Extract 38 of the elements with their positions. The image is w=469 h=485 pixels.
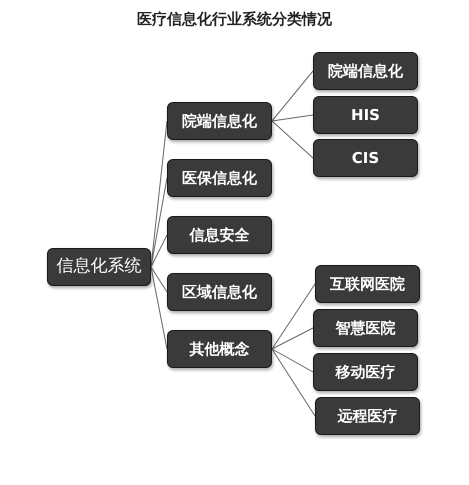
- connector-line: [272, 120, 314, 158]
- category-box: [315, 397, 420, 435]
- category-box: [315, 265, 420, 303]
- node-label: 院端信息化: [182, 110, 257, 132]
- node-label: 远程医疗: [338, 406, 398, 427]
- node-label: 移动医疗: [336, 362, 396, 383]
- node-label: HIS: [351, 104, 380, 126]
- connector-line: [272, 70, 314, 122]
- connector-line: [272, 284, 316, 350]
- category-box: [313, 96, 418, 134]
- category-box: [167, 330, 272, 368]
- node-label: 信息化系统: [56, 255, 142, 278]
- connector-line: [150, 266, 168, 350]
- node-label: 信息安全: [190, 224, 250, 246]
- node-label: 医保信息化: [182, 168, 257, 189]
- connector-line: [150, 178, 168, 268]
- connector-line: [272, 348, 316, 416]
- connector-line: [150, 234, 168, 268]
- category-box: [167, 159, 272, 197]
- node-label: 区域信息化: [182, 282, 257, 303]
- category-box: [313, 139, 418, 177]
- node-label: CIS: [352, 148, 380, 169]
- category-box: [313, 309, 418, 347]
- node-label: 智慧医院: [336, 318, 396, 339]
- connector-line: [272, 328, 314, 350]
- node-label: 院端信息化: [328, 60, 403, 82]
- category-box: [313, 52, 418, 90]
- connector-line: [272, 114, 314, 122]
- connector-line: [272, 348, 314, 372]
- node-label: 其他概念: [190, 338, 250, 360]
- category-box: [167, 273, 272, 311]
- category-box: [47, 248, 151, 286]
- node-label: 互联网医院: [330, 274, 405, 295]
- category-box: [313, 353, 418, 391]
- connector-line: [150, 266, 168, 292]
- diagram-title: 医疗信息化行业系统分类情况: [136, 9, 333, 30]
- category-box: [167, 102, 272, 140]
- category-box: [167, 216, 272, 254]
